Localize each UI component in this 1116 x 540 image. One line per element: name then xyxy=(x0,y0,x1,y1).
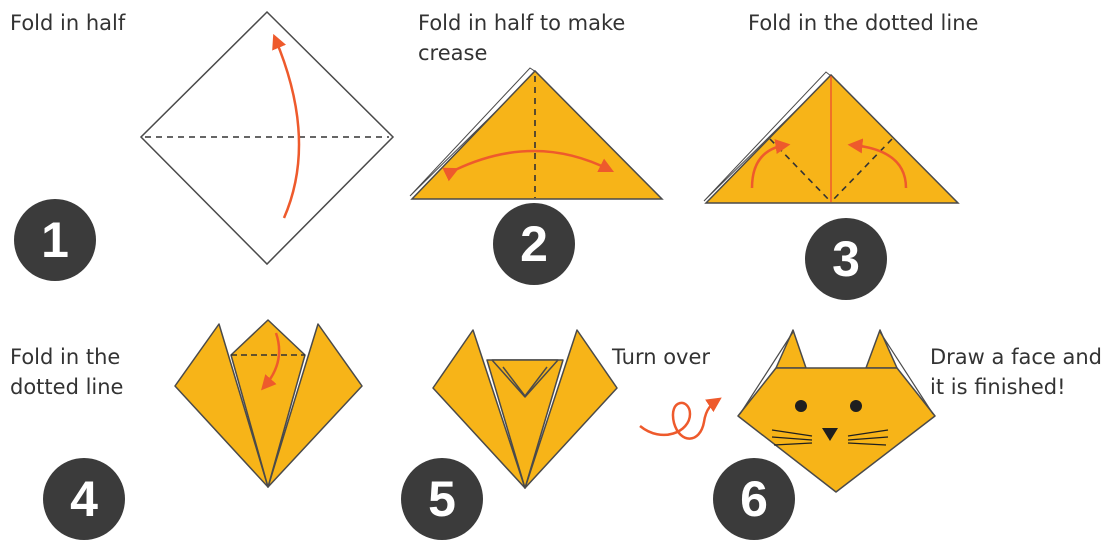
turn-over-arrow xyxy=(639,397,722,440)
fold-arrow-3a xyxy=(750,139,791,189)
step-5-caption: Turn over xyxy=(612,345,711,369)
step-3-illustration xyxy=(703,71,960,204)
step-1-caption: Fold in half xyxy=(10,11,126,35)
step-6-caption: Draw a face and it is finished! xyxy=(930,345,1102,399)
step-3-caption: Fold in the dotted line xyxy=(748,11,979,35)
fold-arrow-1 xyxy=(272,33,301,219)
fold-arrow-4 xyxy=(261,332,281,391)
step-4-illustration xyxy=(174,319,363,488)
step-2-badge: 2 xyxy=(493,203,575,285)
step-3-badge: 3 xyxy=(805,218,887,300)
step-2-caption: Fold in half to make crease xyxy=(418,11,626,65)
step-5-badge: 5 xyxy=(401,458,483,540)
step-6-badge: 6 xyxy=(713,458,795,540)
cat-face-features xyxy=(771,400,889,446)
step-1-illustration xyxy=(139,10,395,266)
step-1-badge: 1 xyxy=(14,199,96,281)
step-5-illustration xyxy=(432,329,618,489)
step-4-badge: 4 xyxy=(43,458,125,540)
fold-arrow-2 xyxy=(442,149,615,182)
step-4-caption: Fold in the dotted line xyxy=(10,345,124,399)
fold-arrow-3b xyxy=(847,138,908,189)
step-2-illustration xyxy=(409,67,664,200)
